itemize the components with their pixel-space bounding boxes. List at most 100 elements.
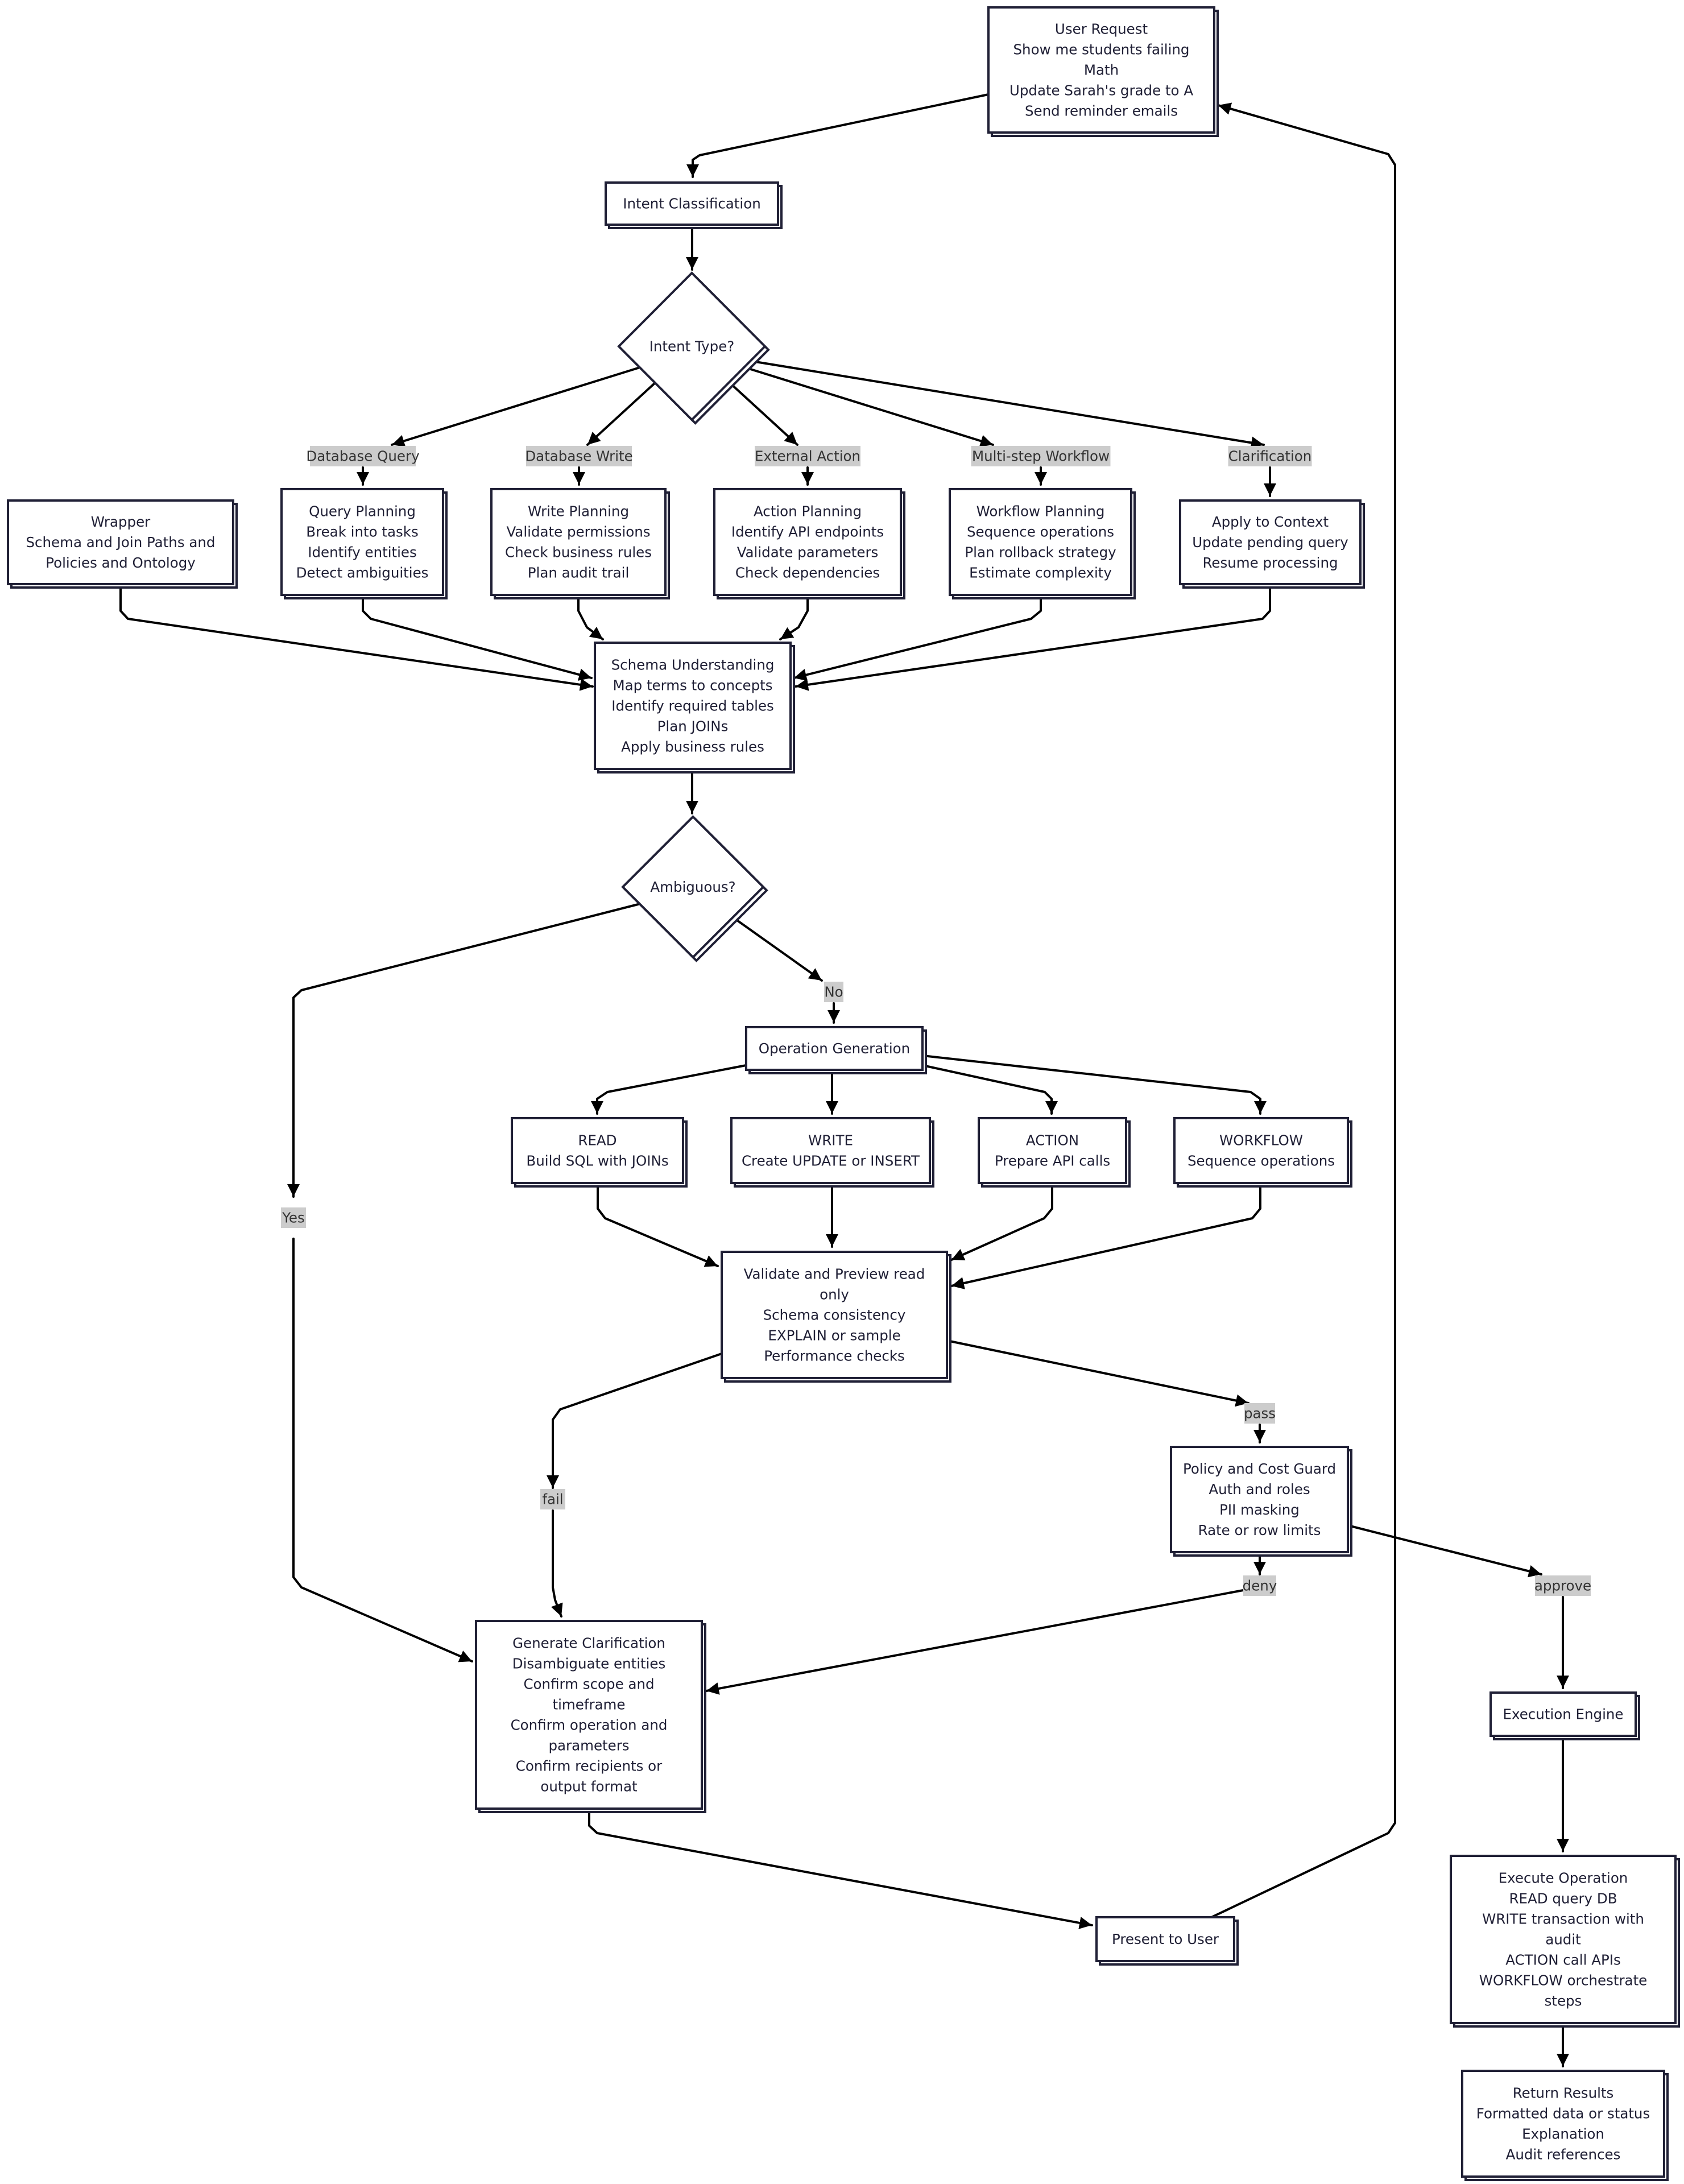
label-no-background <box>824 982 843 1002</box>
label-clarification-background <box>1228 446 1312 466</box>
edge-type-to-database-query-a <box>391 367 639 447</box>
execution-engine-node: Execution Engine <box>1489 1691 1640 1740</box>
apply-context-node-line: Resume processing <box>1202 555 1338 571</box>
edge-policy-to-approve <box>1347 1524 1542 1578</box>
workflow-planning-node-line: Workflow Planning <box>977 503 1105 520</box>
label-clarification-text: Clarification <box>1228 448 1312 465</box>
edge-ambiguous-to-yes <box>287 903 639 1198</box>
query-planning-node-line: Query Planning <box>309 503 416 520</box>
return-results-node-line: Return Results <box>1513 2085 1614 2102</box>
action-node-line: ACTION <box>1026 1132 1079 1149</box>
wrapper-node-line: Schema and Join Paths and <box>26 534 216 551</box>
label-approve-background <box>1535 1575 1591 1596</box>
schema-understanding-node-box <box>594 642 792 770</box>
execute-operation-node-line: WRITE transaction with <box>1482 1911 1644 1927</box>
label-fail: fail <box>540 1489 565 1509</box>
schema-understanding-node-line: Apply business rules <box>621 739 764 755</box>
wrapper-node-line: Wrapper <box>91 514 151 530</box>
action-planning-node-line: Validate parameters <box>737 544 879 561</box>
read-node-line: READ <box>578 1132 616 1149</box>
workflow-planning-node-line: Sequence operations <box>967 524 1114 540</box>
execution-engine-node-line: Execution Engine <box>1503 1706 1624 1723</box>
generate-clarification-node-line: timeframe <box>552 1697 625 1713</box>
edge-operation-to-action <box>921 1064 1058 1115</box>
label-clarification: Clarification <box>1228 446 1312 466</box>
validate-preview-node-line: Validate and Preview read <box>744 1266 925 1283</box>
schema-understanding-node-line: Identify required tables <box>611 698 774 714</box>
edge-clarification-to-present <box>588 1807 1093 1929</box>
query-planning-node-line: Break into tasks <box>306 524 418 540</box>
label-external-action: External Action <box>755 446 860 466</box>
execute-operation-node-line: READ query DB <box>1509 1891 1617 1907</box>
edge-operation-to-workflow <box>921 1054 1267 1115</box>
workflow-node-line: WORKFLOW <box>1219 1132 1303 1149</box>
ambiguous-decision-line: Ambiguous? <box>650 879 735 895</box>
label-multistep-workflow-text: Multi-step Workflow <box>972 448 1110 465</box>
edge-workflow-planning-to-schema <box>793 594 1042 681</box>
label-no-text: No <box>824 984 843 1000</box>
label-yes: Yes <box>281 1207 306 1228</box>
return-results-node-line: Explanation <box>1522 2126 1604 2142</box>
user-request-node-box <box>987 6 1215 134</box>
action-planning-node-box <box>713 488 902 596</box>
generate-clarification-node-line: Generate Clarification <box>512 1635 665 1652</box>
intent-type-decision-line: Intent Type? <box>649 338 735 355</box>
edge-type-to-clarification-a <box>751 360 1265 449</box>
edge-action-to-validate <box>950 1182 1053 1261</box>
label-pass: pass <box>1244 1403 1276 1424</box>
label-fail-background <box>540 1489 565 1509</box>
label-database-query-background <box>310 446 416 466</box>
intent-classification-node: Intent Classification <box>605 181 783 229</box>
write-node-line: WRITE <box>808 1132 853 1149</box>
edge-yes-to-clarification <box>292 1238 473 1662</box>
label-yes-text: Yes <box>282 1210 305 1226</box>
user-request-node-line: User Request <box>1055 21 1148 38</box>
present-to-user-node-line: Present to User <box>1112 1931 1219 1947</box>
label-yes-background <box>281 1207 306 1228</box>
generate-clarification-node-line: Disambiguate entities <box>512 1656 666 1672</box>
action-node-line: Prepare API calls <box>995 1153 1110 1169</box>
return-results-node-line: Formatted data or status <box>1476 2106 1650 2122</box>
intent-classification-node-box <box>605 181 779 226</box>
generate-clarification-node-line: Confirm recipients or <box>516 1758 663 1774</box>
write-planning-node-box <box>490 488 667 596</box>
label-multistep-workflow: Multi-step Workflow <box>971 446 1111 466</box>
label-database-query: Database Query <box>306 446 420 466</box>
label-database-write-text: Database Write <box>525 448 632 465</box>
edge-ambiguous-to-no <box>734 918 823 982</box>
present-to-user-node-box <box>1095 1916 1235 1962</box>
workflow-planning-node-box <box>949 488 1132 596</box>
execute-operation-node-box <box>1450 1855 1677 2024</box>
user-request-node-line: Math <box>1084 62 1119 78</box>
user-request-node-line: Update Sarah's grade to A <box>1009 82 1193 99</box>
edge-workflow-to-validate <box>950 1182 1261 1289</box>
label-deny: deny <box>1243 1575 1277 1596</box>
operation-generation-node-line: Operation Generation <box>759 1040 910 1057</box>
edge-query-planning-to-schema <box>362 594 593 681</box>
label-multistep-workflow-background <box>971 446 1111 466</box>
workflow-node-box <box>1173 1117 1349 1184</box>
edge-wrapper-to-schema <box>119 583 594 691</box>
intent-type-decision: Intent Type? <box>617 271 770 425</box>
label-pass-text: pass <box>1244 1405 1276 1422</box>
execute-operation-node-line: WORKFLOW orchestrate <box>1479 1972 1648 1989</box>
edge-operation-to-read <box>591 1064 747 1115</box>
workflow-planning-node-line: Estimate complexity <box>969 565 1112 581</box>
generate-clarification-node-line: Confirm operation and <box>511 1717 668 1734</box>
query-planning-node-line: Identify entities <box>308 544 417 561</box>
label-approve-text: approve <box>1534 1578 1591 1594</box>
label-deny-text: deny <box>1243 1578 1277 1594</box>
query-planning-node-line: Detect ambiguities <box>296 565 429 581</box>
generate-clarification-node-box <box>475 1620 703 1810</box>
label-fail-text: fail <box>542 1491 563 1508</box>
edge-action-planning-to-schema <box>779 594 809 640</box>
intent-classification-node-line: Intent Classification <box>623 196 760 212</box>
execute-operation-node-line: audit <box>1545 1931 1581 1948</box>
